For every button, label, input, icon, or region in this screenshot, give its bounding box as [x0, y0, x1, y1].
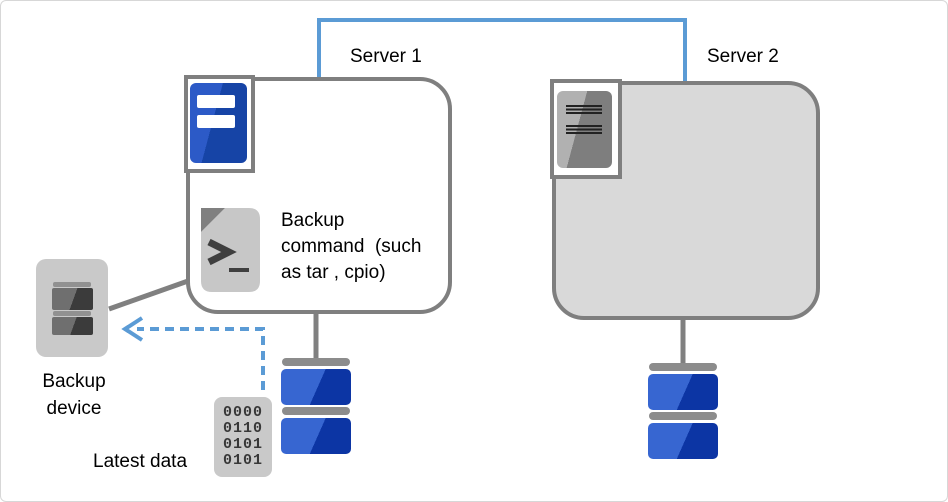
- backup-command-note: Backup command (such as tar , cpio): [281, 208, 421, 286]
- server2-icon-frame: [550, 79, 622, 179]
- server-tower-gray-icon: [557, 91, 612, 168]
- binary-data-icon: 0000 0110 0101 0101: [214, 397, 272, 477]
- latest-data-label: Latest data: [93, 451, 188, 472]
- storage-cap-bar: [649, 363, 717, 371]
- device-link-line: [108, 278, 189, 312]
- prompt-chevron-glyph: [207, 238, 237, 266]
- note-line: Backup: [281, 210, 345, 231]
- drive-slot: [52, 288, 93, 310]
- binary-row: 0101: [222, 452, 263, 469]
- binary-row: 0110: [222, 420, 263, 437]
- storage-cap-bar: [282, 407, 350, 415]
- label-line: Backup: [42, 371, 106, 392]
- tower-slot-bar: [197, 95, 235, 108]
- server1-label: Server 1: [350, 46, 422, 67]
- binary-row: 0000: [222, 404, 263, 421]
- binary-row: 0101: [222, 436, 263, 453]
- terminal-script-icon: [201, 208, 260, 292]
- drive-slot-bar: [53, 282, 91, 287]
- label-line: device: [46, 398, 102, 419]
- drive-slot-bar: [53, 311, 91, 316]
- tower-slot-bar: [197, 115, 235, 128]
- disk-storage-icon: [648, 363, 718, 459]
- storage-cap-bar: [649, 412, 717, 420]
- disk-storage-icon: [281, 358, 351, 454]
- tape-drive-icon: [36, 259, 108, 357]
- backup-flow-arrowhead-icon: [121, 316, 144, 342]
- server1-icon-frame: [184, 75, 255, 173]
- page-fold-corner: [201, 208, 225, 232]
- storage-cap-bar: [282, 358, 350, 366]
- tower-vent-stripes: [566, 105, 602, 114]
- server2-label: Server 2: [707, 46, 779, 67]
- note-line: as tar , cpio): [281, 262, 386, 283]
- storage-disk: [281, 369, 351, 405]
- storage-disk: [648, 423, 718, 459]
- server-tower-blue-icon: [190, 83, 247, 163]
- tower-vent-stripes: [566, 125, 602, 134]
- storage-disk: [648, 374, 718, 410]
- storage-disk: [281, 418, 351, 454]
- note-line: command (such: [281, 236, 422, 257]
- drive-slot: [52, 317, 93, 335]
- backup-device-label: Backup device: [14, 368, 134, 422]
- backup-flow-dashed-line: [137, 327, 265, 390]
